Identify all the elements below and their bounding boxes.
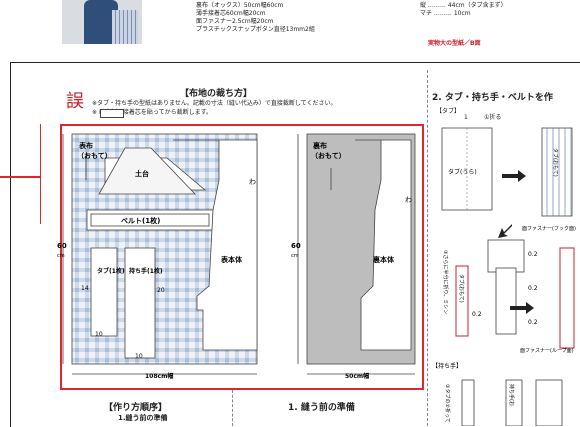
material-2: 薄手接着芯60cm幅20cm [196,10,266,17]
error-highlight-box [60,124,424,390]
lining-width-label: 50cm幅 [345,372,369,380]
dim-02-a: 0.2 [528,251,538,258]
lining-fabric-label: 裏布 [312,141,327,150]
arrow-right-1 [502,170,526,182]
tab-stitched [455,265,469,337]
handle-fold-text: ①タブの②折って [444,384,451,423]
interfacing-swatch [100,109,124,118]
materials-list: 裏布（オックス）50cm幅60cm 薄手接着芯60cm幅20cm 面ファスナー2… [196,2,315,34]
arrow-down-left [498,224,512,238]
step-num: 1 [464,114,468,121]
cutting-note-2: ※ は裏側に接着芯を貼ってから裁断します。 [92,109,213,116]
material-1: 裏布（オックス）50cm幅60cm [196,2,284,9]
dim-02-c: 0.2 [472,311,482,318]
piece-handle [124,247,156,359]
tab-finished [559,247,575,349]
dim-02-d: 0.2 [528,319,538,326]
base-label: 土台 [135,169,149,178]
order-title: 【作り方順序】 [104,403,168,413]
lining-height-label: 60 [291,242,301,250]
page-frame [10,62,580,427]
tab-folded [541,127,573,217]
lining-fabric-layout [297,133,416,375]
outer-fabric-layout [62,133,258,375]
cutting-diagram: 表布 （おもて） 土台 ベルト(1枚) タブ(1枚) 持ち手(1枚) 表本体 わ… [57,133,416,380]
handle-front-text: 持ち手(お [508,384,515,406]
callout-line [0,176,40,178]
fold-instruction: ①折る [484,114,502,121]
piece-lining-body [355,139,412,351]
handle-dim-10: 10 [135,353,143,360]
material-4: プラスチックスナップボタン直径13mm2組 [196,26,315,33]
step2-title: 2. タブ・持ち手・ベルトを作 [432,93,553,103]
tab-label: タブ(1枚) [97,267,125,275]
size-height: 縦 ……… 44cm（タブ含まず） [420,2,507,9]
tab-section-label: 【タブ】 [436,108,461,115]
photo-bag [112,10,138,44]
lining-body-label: 裏本体 [372,255,395,264]
dim-02-b: 0.2 [528,285,538,292]
tab-with-velcro [495,267,517,335]
handle-piece-3 [535,379,563,426]
size-list: 縦 ……… 44cm（タブ含まず） マチ ……… 10cm [420,2,507,18]
outer-height-unit: cm [57,253,65,259]
velcro-piece [487,239,525,273]
size-gusset: マチ ……… 10cm [420,10,471,17]
material-3: 面ファスナー2.5cm幅20cm [196,18,274,25]
outer-fold-label: わ [249,178,256,186]
velcro-hook-label: 面ファスナー(フック面) [522,226,576,232]
handle-section-label: 【持ち手】 [432,362,462,370]
arrow-right-2 [510,302,534,314]
piece-tab [90,247,118,337]
outer-height-label: 60 [57,242,67,250]
cutting-note-1: ※タブ・持ち手の型紙はありません。記載の寸法（縫い代込み）で直接裁断してください… [92,100,337,107]
outer-body-label: 表本体 [220,255,243,264]
outer-fabric-sub: （おもて） [77,151,112,160]
velcro-loop-label: 面ファスナー(ループ面) [520,348,574,354]
error-label: 誤 [66,91,84,112]
outer-fabric-label: 表布 [78,141,93,150]
fold-instruction-3: ③さらに半分に折り、ミシン [442,250,449,314]
cutting-title: 【布地の裁ち方】 [180,89,253,99]
tab-front-text-2: タブ(おもて) [458,274,465,303]
handle-dim-20: 20 [157,287,165,294]
piece-base-shape [98,147,196,195]
right-column-divider [427,70,428,426]
lining-fabric-sub: （おもて） [311,151,346,160]
tab-back-text: タブ(うら) [448,168,477,176]
order-item: 1.縫う前の準備 [118,414,168,422]
column-divider [232,390,233,426]
handle-piece-2 [505,379,523,426]
pattern-note: 実物大の型紙／B面 [428,40,481,47]
piece-outer-body [173,139,258,351]
product-photo [62,0,142,44]
piece-belt-inner [90,213,210,227]
handle-piece-1 [461,379,475,426]
tab-dim-10: 10 [95,331,103,338]
tab-diagrams: タブ(うら) タブ(おもて) ③さらに半分に折り、ミシン タブ(おもて) 0.2… [432,127,576,426]
tab-dim-14: 14 [81,285,89,292]
outer-width-label: 108cm幅 [145,372,173,380]
lining-fold-label: わ [405,196,412,204]
lining-height-unit: cm [291,253,299,259]
belt-label: ベルト(1枚) [121,216,160,225]
tab-front-text: タブ(おもて) [552,148,559,177]
handle-label: 持ち手(1枚) [129,267,163,275]
callout-bracket [40,124,41,224]
step1-title: 1. 縫う前の準備 [288,403,355,413]
